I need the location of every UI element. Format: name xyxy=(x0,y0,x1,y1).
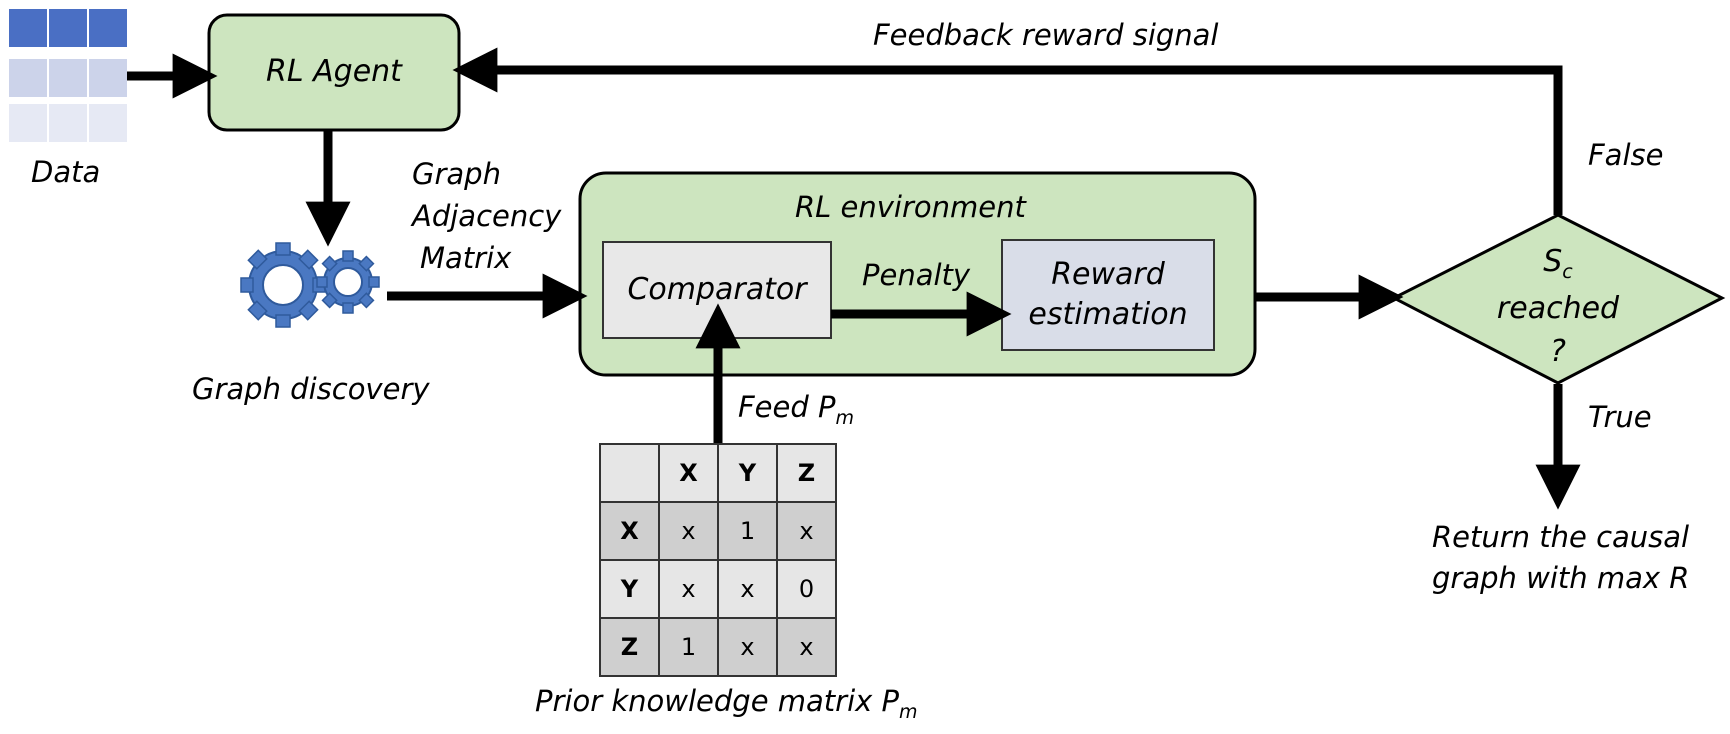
rl-agent-label-wrap: RL Agent xyxy=(209,15,459,130)
decision-line2: reached xyxy=(1496,290,1620,326)
matrix-cell: x xyxy=(776,617,837,677)
reward-estimation-box xyxy=(1001,239,1215,351)
feedback-reward-label: Feedback reward signal xyxy=(873,18,1219,52)
feed-symbol: P xyxy=(818,390,836,424)
prior-text: Prior knowledge matrix xyxy=(535,684,882,718)
matrix-row-header: Z xyxy=(599,617,660,677)
matrix-cell: x xyxy=(776,501,837,561)
prior-subscript: m xyxy=(899,700,918,723)
decision-symbol: S xyxy=(1543,244,1563,279)
reward-estimation-line2: estimation xyxy=(1028,297,1188,332)
table-grid-icon xyxy=(9,9,127,142)
matrix-row-header: Y xyxy=(599,559,660,619)
matrix-header-row: X Y Z xyxy=(599,443,837,503)
matrix-cell: 0 xyxy=(776,559,837,619)
gears-icon xyxy=(240,242,380,328)
graph-discovery-label: Graph discovery xyxy=(192,372,430,406)
matrix-cell: x xyxy=(717,559,778,619)
comparator-label-wrap: Comparator xyxy=(603,242,831,338)
adjacency-line3: Matrix xyxy=(420,241,512,275)
prior-knowledge-matrix: X Y Z X x 1 x Y x x 0 Z 1 x x xyxy=(599,443,837,677)
matrix-cell: 1 xyxy=(658,617,719,677)
matrix-cell: x xyxy=(658,501,719,561)
prior-knowledge-label: Prior knowledge matrix Pm xyxy=(535,684,918,724)
feed-text: Feed xyxy=(738,390,818,424)
matrix-col-header: Z xyxy=(776,443,837,503)
decision-line1: Sc xyxy=(1468,240,1648,287)
feed-label: Feed Pm xyxy=(738,390,854,430)
decision-subscript: c xyxy=(1562,261,1573,283)
decision-label: Sc reached ? xyxy=(1468,240,1648,374)
edge-feedback-reward xyxy=(452,47,1563,215)
matrix-row-header: X xyxy=(599,501,660,561)
adjacency-line2: Adjacency xyxy=(412,199,562,233)
return-line1: Return the causal xyxy=(1432,520,1690,554)
decision-line3: ? xyxy=(1550,334,1566,370)
return-line2: graph with max R xyxy=(1432,561,1690,595)
matrix-row: Y x x 0 xyxy=(599,559,837,619)
matrix-cell: x xyxy=(717,617,778,677)
rl-environment-label: RL environment xyxy=(795,190,1026,224)
rl-agent-label: RL Agent xyxy=(266,54,402,90)
comparator-label: Comparator xyxy=(627,271,807,307)
matrix-corner-cell xyxy=(599,443,660,503)
matrix-cell: 1 xyxy=(717,501,778,561)
false-label: False xyxy=(1588,138,1664,172)
matrix-col-header: X xyxy=(658,443,719,503)
matrix-cell: x xyxy=(658,559,719,619)
data-label: Data xyxy=(31,155,101,189)
prior-symbol: P xyxy=(881,684,900,718)
adjacency-line1: Graph xyxy=(412,157,501,191)
matrix-col-header: Y xyxy=(717,443,778,503)
feed-subscript: m xyxy=(835,406,855,429)
matrix-row: Z 1 x x xyxy=(599,617,837,677)
reward-estimation-line1: Reward xyxy=(1051,256,1165,292)
matrix-row: X x 1 x xyxy=(599,501,837,561)
penalty-label: Penalty xyxy=(862,258,971,292)
true-label: True xyxy=(1588,400,1652,434)
reward-estimation-label-wrap: Reward estimation xyxy=(1002,240,1214,350)
reward-estimation-label: Reward estimation xyxy=(1002,240,1214,350)
decision-diamond xyxy=(1390,213,1726,385)
